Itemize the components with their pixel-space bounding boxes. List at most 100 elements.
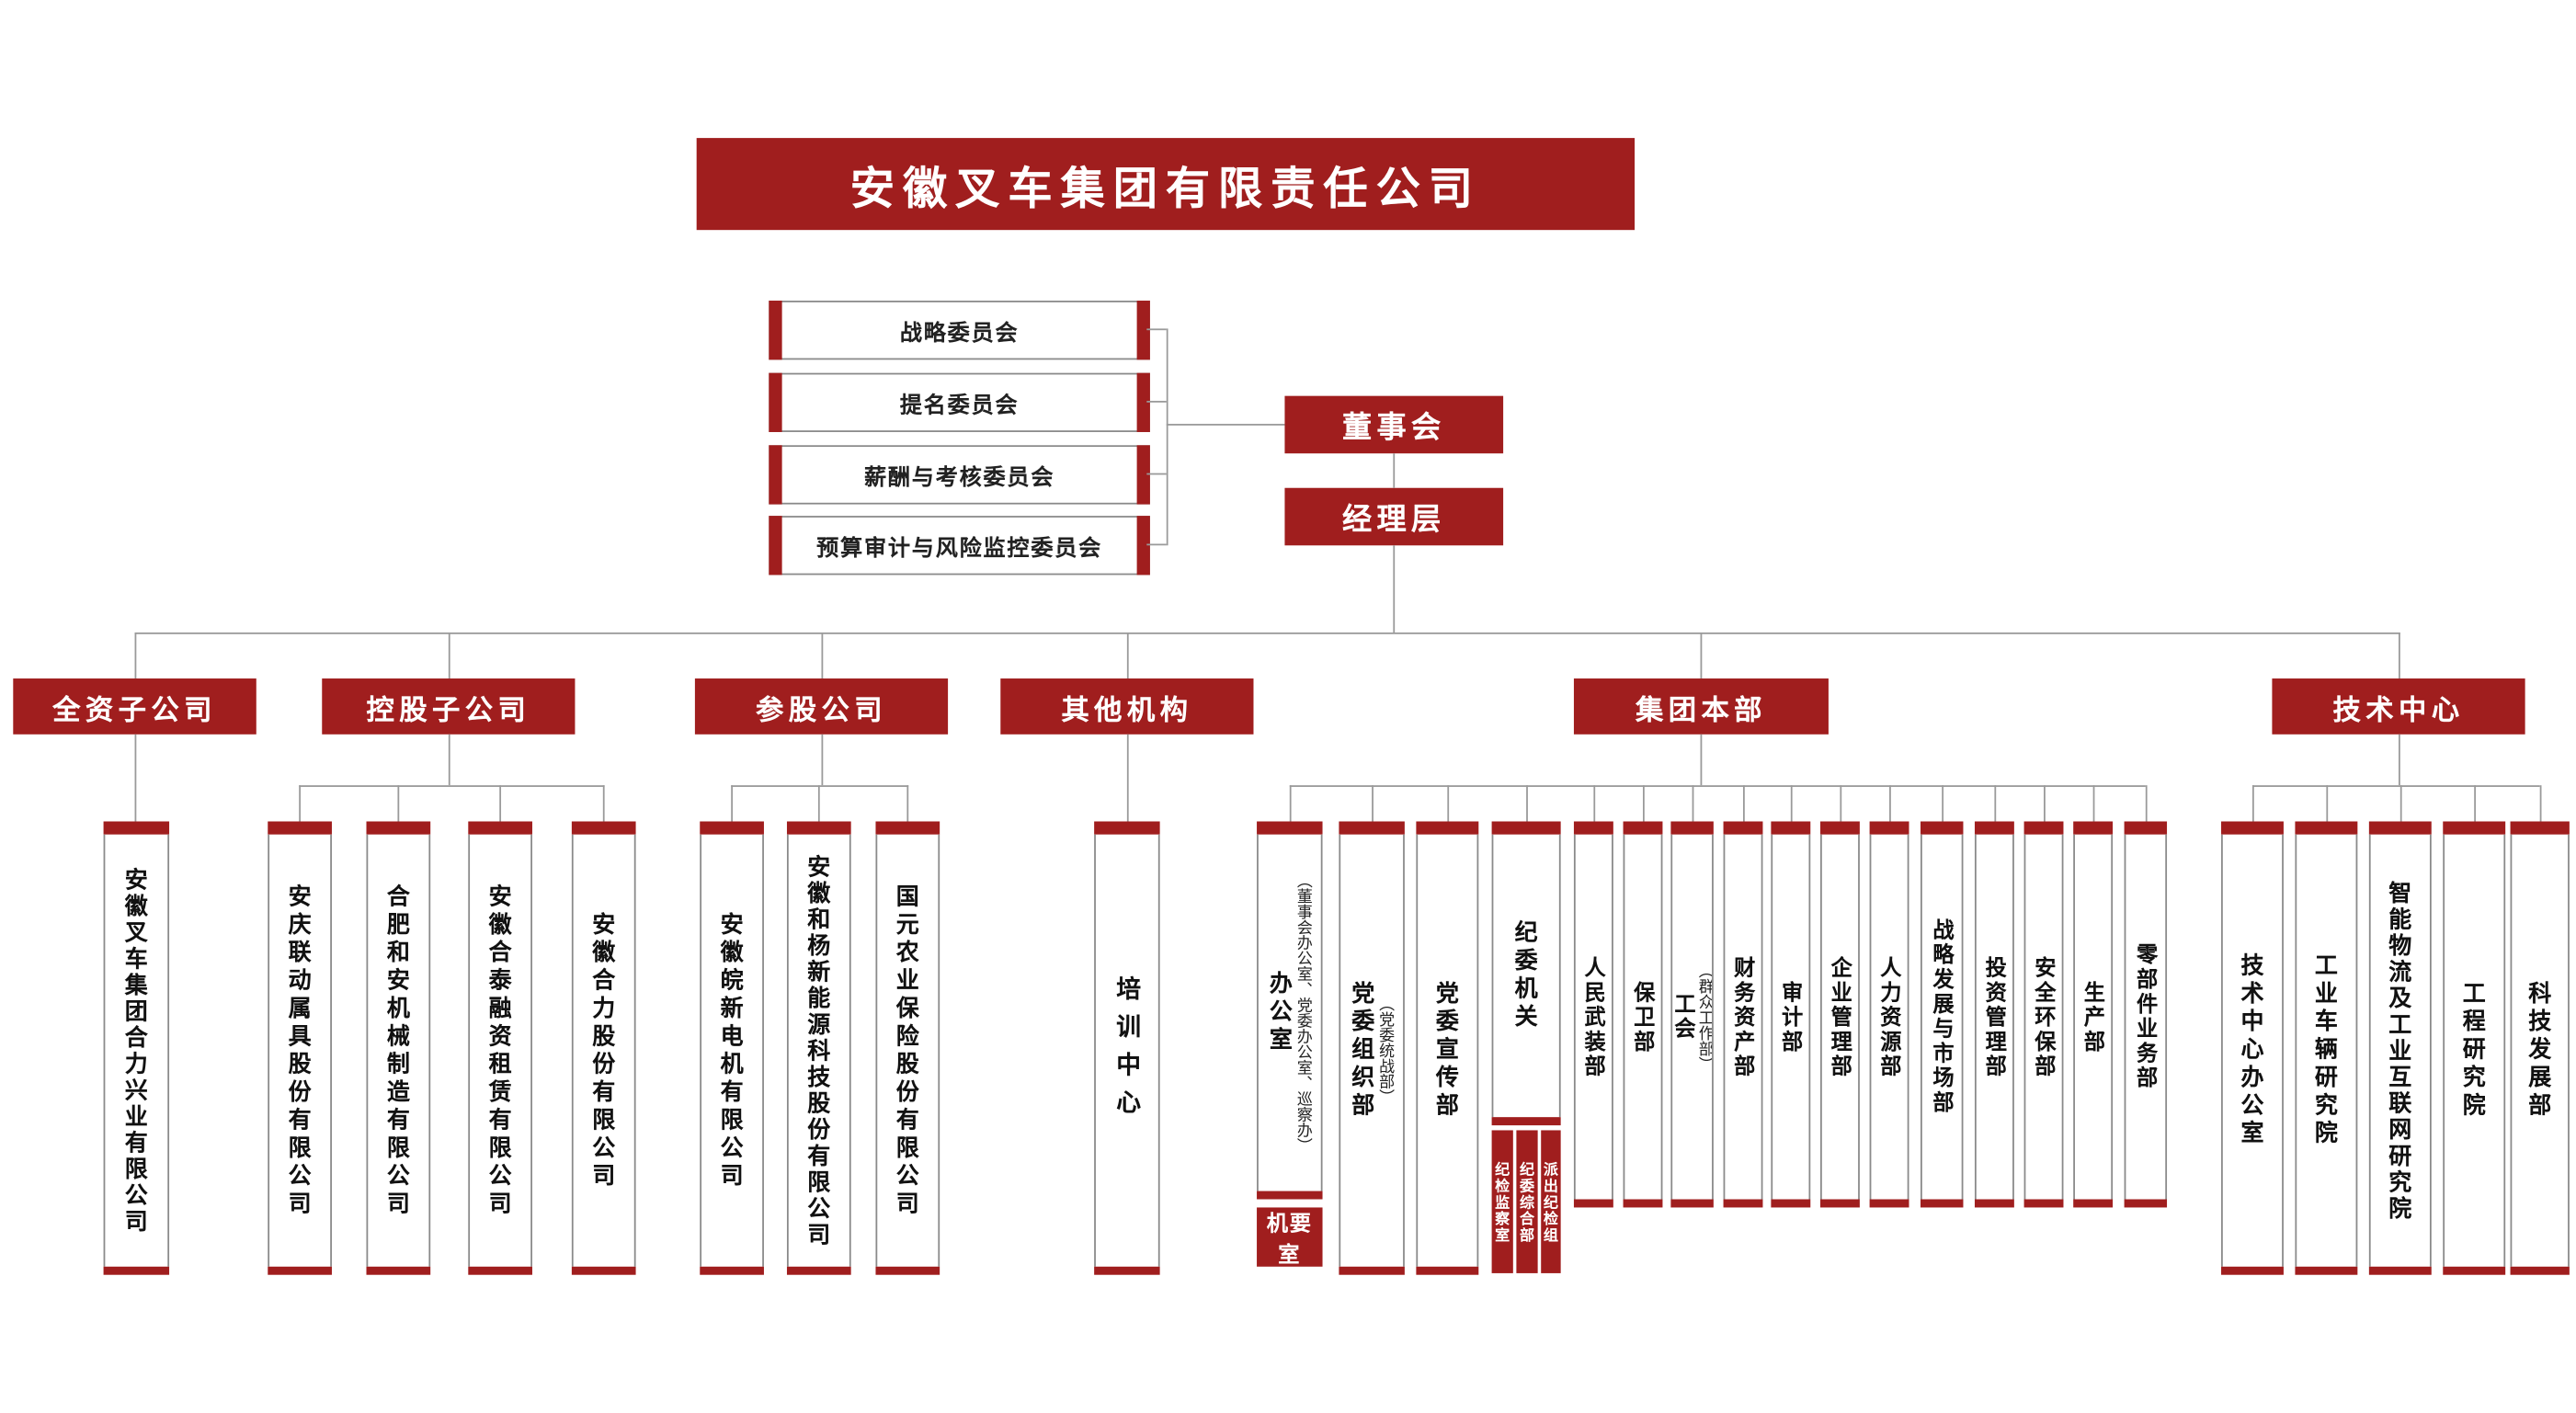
box-top-cap	[571, 821, 636, 835]
org-name: 生产部	[2080, 979, 2106, 1054]
connector-line	[1700, 632, 1703, 679]
box-bottom-bar	[1339, 1266, 1405, 1275]
branch-label-holding: 控股子公司	[322, 678, 576, 735]
org-box: 办公室 （董事会办公室、党委办公室、巡察办）	[1257, 821, 1323, 1200]
connector-line	[1146, 473, 1167, 475]
box-bottom-bar	[1771, 1199, 1811, 1208]
connector-line	[1447, 785, 1450, 822]
box-bottom-bar	[1723, 1199, 1763, 1208]
box-top-cap	[2510, 821, 2570, 835]
connector-line	[2399, 632, 2400, 679]
org-name: 安徽叉车集团合力兴业有限公司	[123, 866, 150, 1235]
org-box: 人民武装部	[1573, 821, 1613, 1208]
org-name: 财务资产部	[1730, 955, 1756, 1079]
box-bottom-bar	[2443, 1266, 2506, 1275]
org-name: 安徽和杨新能源科技股份有限公司	[805, 853, 833, 1248]
org-box: 培训中心	[1094, 821, 1160, 1275]
org-box: 安徽合力股份有限公司	[571, 821, 636, 1275]
connector-line	[817, 785, 820, 822]
box-bottom-bar	[1094, 1266, 1160, 1275]
connector-line	[1166, 328, 1168, 546]
org-box: 生产部	[2073, 821, 2114, 1208]
sub-dept-box: 纪委综合部	[1516, 1130, 1538, 1273]
page-title: 安徽叉车集团有限责任公司	[696, 138, 1636, 231]
org-note: （群众工作部）	[1694, 962, 1714, 1072]
org-box: 安庆联动属具股份有限公司	[268, 821, 332, 1275]
connector-line	[2092, 785, 2095, 822]
connector-line	[1146, 328, 1167, 331]
box-bottom-bar	[2295, 1266, 2358, 1275]
box-bottom-bar	[1670, 1199, 1714, 1208]
connector-line	[2326, 785, 2329, 822]
org-name: 安徽合泰融资租赁有限公司	[486, 883, 514, 1219]
box-top-cap	[2443, 821, 2506, 835]
branch-label-other: 其他机构	[1000, 678, 1254, 735]
org-box: 安徽叉车集团合力兴业有限公司	[103, 821, 170, 1275]
org-box: 安徽皖新电机有限公司	[700, 821, 764, 1275]
box-top-cap	[1771, 821, 1811, 835]
org-box: 安徽合泰融资租赁有限公司	[468, 821, 532, 1275]
committee-label: 预算审计与风险监控委员会	[816, 535, 1103, 561]
box-top-cap	[2368, 821, 2432, 835]
connector-line	[2539, 785, 2542, 822]
box-bottom-bar	[2124, 1199, 2168, 1208]
connector-line	[448, 632, 450, 679]
org-name: 合肥和安机械制造有限公司	[385, 883, 412, 1219]
connector-line	[1790, 785, 1793, 822]
org-box: 战略发展与市场部	[1921, 821, 1964, 1208]
box-bottom-bar	[366, 1266, 431, 1275]
org-box: 审计部	[1771, 821, 1811, 1208]
box-bottom-bar	[2073, 1199, 2114, 1208]
org-name: 企业管理部	[1828, 955, 1852, 1079]
connector-line	[1593, 785, 1596, 822]
connector-line	[1289, 785, 1292, 822]
red-endcap	[769, 516, 782, 575]
box-bottom-bar	[2023, 1199, 2064, 1208]
connector-line	[731, 785, 909, 787]
box-top-cap	[1723, 821, 1763, 835]
box-bottom-bar	[1869, 1199, 1909, 1208]
committee-box-remuneration: 薪酬与考核委员会	[769, 445, 1150, 505]
box-bottom-bar	[2221, 1266, 2284, 1275]
branch-label-tech-center: 技术中心	[2272, 678, 2525, 735]
org-name: 智能物流及工业互联网研究院	[2387, 879, 2414, 1222]
box-top-cap	[2124, 821, 2168, 835]
org-name: 工业车辆研究院	[2313, 952, 2340, 1149]
org-box: 科技发展部	[2510, 821, 2570, 1275]
org-box: 工程研究院	[2443, 821, 2506, 1275]
org-box: 财务资产部	[1723, 821, 1763, 1208]
connector-line	[2399, 734, 2400, 786]
org-name: 工程研究院	[2460, 980, 2488, 1121]
connector-line	[1692, 785, 1694, 822]
connector-line	[1126, 632, 1129, 679]
box-bottom-bar	[1257, 1191, 1323, 1200]
connector-line	[821, 734, 824, 786]
box-bottom-bar	[268, 1266, 332, 1275]
connector-line	[1994, 785, 1997, 822]
connector-line	[1743, 785, 1745, 822]
branch-label-equity: 参股公司	[694, 678, 949, 735]
org-name: 审计部	[1778, 979, 1804, 1054]
committee-label: 战略委员会	[899, 320, 1020, 346]
org-name: 安全环保部	[2031, 955, 2057, 1079]
red-endcap	[769, 301, 782, 360]
red-endcap	[1136, 301, 1150, 360]
org-box: 党委宣传部	[1416, 821, 1479, 1275]
box-top-cap	[1491, 821, 1561, 835]
connector-line	[1146, 543, 1167, 546]
connector-line	[1146, 401, 1167, 403]
box-bottom-bar	[1491, 1117, 1561, 1126]
connector-line	[1840, 785, 1842, 822]
org-name: 安徽合力股份有限公司	[590, 910, 618, 1191]
org-name: 办公室	[1268, 971, 1294, 1055]
org-note: （董事会办公室、党委办公室、巡察办）	[1293, 872, 1312, 1154]
box-top-cap	[2221, 821, 2284, 835]
box-top-cap	[875, 821, 940, 835]
red-endcap	[769, 372, 782, 432]
connector-line	[1166, 424, 1285, 426]
committee-box-audit-risk: 预算审计与风险监控委员会	[769, 516, 1150, 575]
sub-dept-box: 纪检监察室	[1491, 1130, 1513, 1273]
box-top-cap	[1094, 821, 1160, 835]
box-top-cap	[103, 821, 170, 835]
org-box: 零部件业务部	[2124, 821, 2168, 1208]
